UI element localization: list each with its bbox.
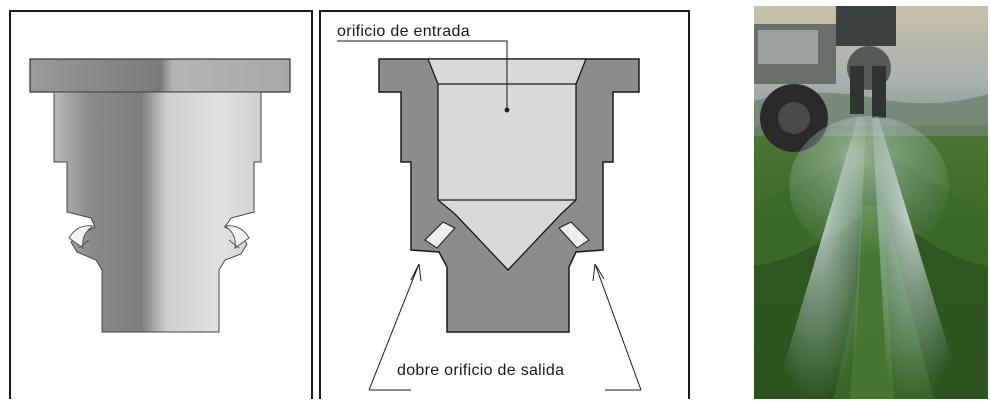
nozzle-exterior-panel bbox=[9, 10, 313, 399]
right-clip-notch bbox=[223, 225, 250, 250]
inner-insert bbox=[427, 58, 587, 271]
tractor bbox=[754, 6, 896, 152]
nozzle-cross-section-drawing: orificio de entrada dobre orificio de sa… bbox=[337, 23, 642, 391]
right-outlet-orifice bbox=[558, 221, 590, 249]
outlet-label: dobre orificio de salida bbox=[397, 362, 564, 379]
spray-plumes bbox=[774, 116, 964, 399]
nozzle-cross-section-panel: orificio de entrada dobre orificio de sa… bbox=[319, 10, 690, 399]
left-outlet-orifice bbox=[424, 221, 456, 249]
left-clip-notch bbox=[68, 225, 95, 250]
sprayer-field-photo bbox=[754, 6, 988, 399]
sprayer-photo bbox=[754, 6, 988, 399]
nozzle-exterior-drawing bbox=[29, 58, 291, 333]
nozzle-flange bbox=[29, 58, 291, 93]
nozzle-body bbox=[53, 91, 262, 333]
inlet-label: orificio de entrada bbox=[337, 23, 470, 40]
